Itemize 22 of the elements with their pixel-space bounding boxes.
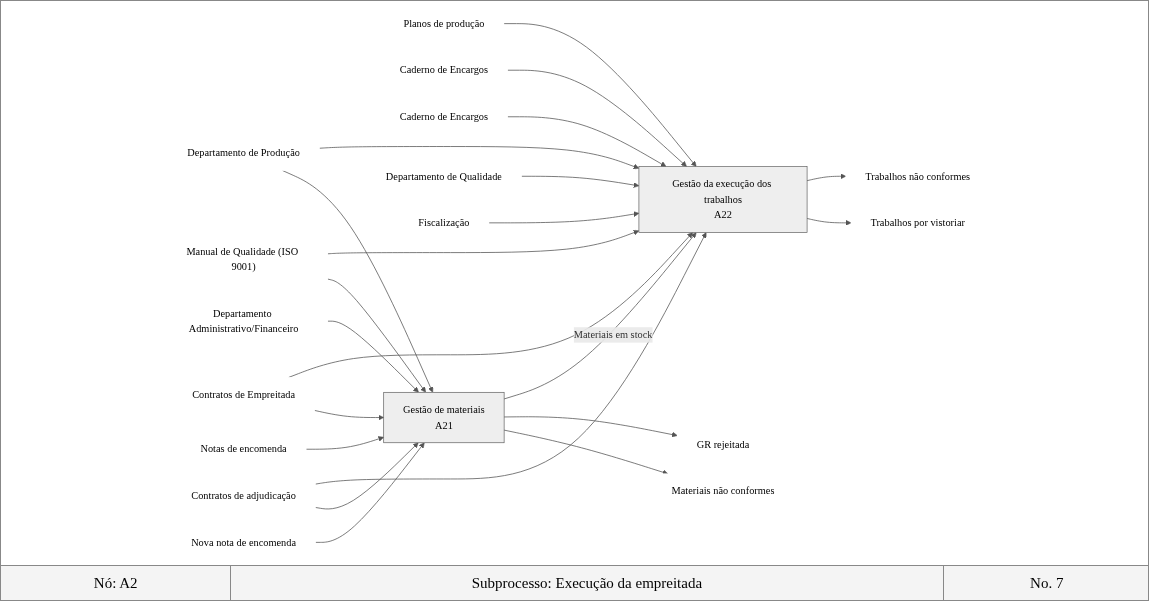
node-text: Trabalhos por vistoriar bbox=[870, 217, 965, 229]
footer-cell-text: Subprocesso: Execução da empreitada bbox=[231, 566, 944, 600]
node-text: Nova nota de encomenda bbox=[191, 536, 297, 548]
node-text: Contratos de adjudicação bbox=[191, 489, 296, 501]
node-text: Trabalhos não conformes bbox=[865, 170, 971, 182]
node-box: Gestão da execução dos trabalhos A22 bbox=[638, 166, 808, 233]
node-text: Departamento de Qualidade bbox=[385, 170, 502, 182]
node-text: Departamento de Produção bbox=[187, 147, 300, 159]
node-text: Manual de Qualidade (ISO 9001) bbox=[186, 245, 299, 272]
footer-cell-text: No. 7 bbox=[1029, 573, 1065, 593]
node-text: Planos de produção bbox=[403, 17, 485, 29]
node-box: Gestão de materiais A21 bbox=[383, 392, 505, 444]
edge-label: Materiais em stock bbox=[573, 329, 653, 341]
footer-cell-text: Nó: A2 bbox=[1, 566, 232, 600]
node-text: Fiscalização bbox=[418, 217, 470, 229]
node-text: Caderno de Encargos bbox=[399, 110, 489, 122]
node-text: Notas de encomenda bbox=[200, 443, 287, 455]
node-text: GR rejeitada bbox=[696, 438, 750, 450]
node-text: Materiais não conformes bbox=[671, 485, 775, 497]
node-text: Caderno de Encargos bbox=[399, 64, 489, 76]
node-text: Departamento Administrativo/Financeiro bbox=[188, 307, 299, 335]
node-text: Contratos de Empreitada bbox=[192, 389, 296, 401]
